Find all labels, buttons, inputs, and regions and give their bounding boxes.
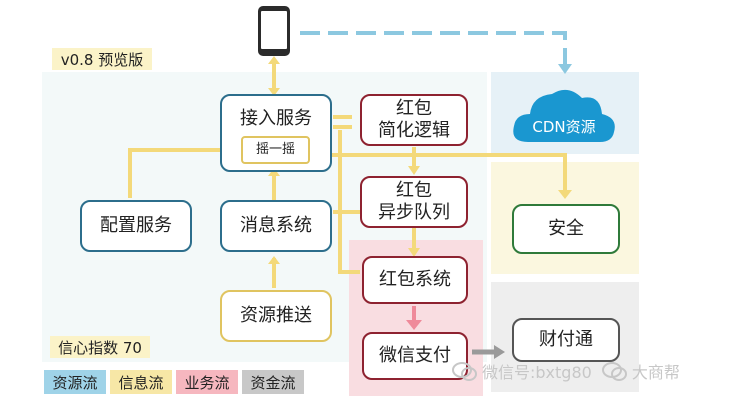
info-flow-arrow-down — [268, 88, 280, 96]
info-flow-arrow-down2 — [408, 166, 420, 175]
wechat-icon-2 — [601, 362, 627, 381]
shake-box: 摇一摇 — [241, 136, 310, 164]
watermark: 微信号:bxtg80 大商帮 — [452, 356, 742, 386]
cdn-resource-label: CDN资源 — [532, 118, 596, 136]
phone-screen — [261, 11, 287, 49]
version-label: v0.8 预览版 — [52, 48, 152, 70]
redpacket-logic-label: 红包 简化逻辑 — [378, 97, 450, 142]
info-flow-arrow-down3 — [408, 248, 420, 257]
wechat-icon — [452, 362, 477, 381]
fund-flow-arrow — [494, 345, 505, 359]
security-label: 安全 — [548, 217, 584, 239]
legend-info-flow: 信息流 — [110, 370, 172, 394]
phone-icon — [258, 6, 290, 56]
tenpay-box: 财付通 — [512, 318, 620, 362]
access-service-label: 接入服务 — [240, 108, 312, 129]
redpacket-logic-box: 红包 简化逻辑 — [360, 94, 468, 146]
redpacket-queue-box: 红包 异步队列 — [360, 176, 468, 228]
cloud-shape — [513, 89, 615, 142]
confidence-label: 信心指数 70 — [50, 336, 150, 358]
redpacket-system-box: 红包系统 — [362, 256, 468, 304]
config-service-box: 配置服务 — [80, 200, 192, 252]
watermark-brand: 大商帮 — [631, 363, 680, 382]
info-flow-shake-security — [310, 153, 567, 195]
business-flow-arrow — [406, 320, 422, 330]
watermark-account: 微信号:bxtg80 — [482, 363, 592, 382]
info-flow-arrow-up2 — [268, 168, 280, 176]
tenpay-label: 财付通 — [539, 328, 593, 350]
wechat-pay-label: 微信支付 — [379, 344, 451, 366]
info-flow-trunk — [338, 130, 360, 274]
legend-business-flow: 业务流 — [176, 370, 238, 394]
info-flow-arrow-up3 — [268, 256, 280, 264]
message-system-box: 消息系统 — [220, 200, 332, 252]
legend-fund-flow: 资金流 — [242, 370, 304, 394]
info-flow-config-shake — [128, 148, 240, 198]
resource-push-box: 资源推送 — [220, 290, 332, 342]
message-system-label: 消息系统 — [240, 214, 312, 236]
resource-flow-arrowhead — [558, 64, 572, 74]
redpacket-queue-label: 红包 异步队列 — [378, 179, 450, 224]
info-flow-arrow-up — [268, 56, 280, 64]
legend-resource-flow: 资源流 — [44, 370, 106, 394]
redpacket-system-label: 红包系统 — [379, 268, 451, 290]
security-box: 安全 — [512, 204, 620, 254]
legend: 资源流 信息流 业务流 资金流 — [44, 370, 314, 394]
resource-push-label: 资源推送 — [240, 304, 312, 326]
config-service-label: 配置服务 — [100, 214, 172, 236]
info-flow-security-arrow — [558, 190, 572, 199]
cloud-icon: CDN资源 — [508, 82, 620, 148]
shake-label: 摇一摇 — [255, 141, 295, 157]
resource-flow-phone-cdn — [300, 31, 567, 68]
wechat-pay-box: 微信支付 — [362, 332, 468, 380]
